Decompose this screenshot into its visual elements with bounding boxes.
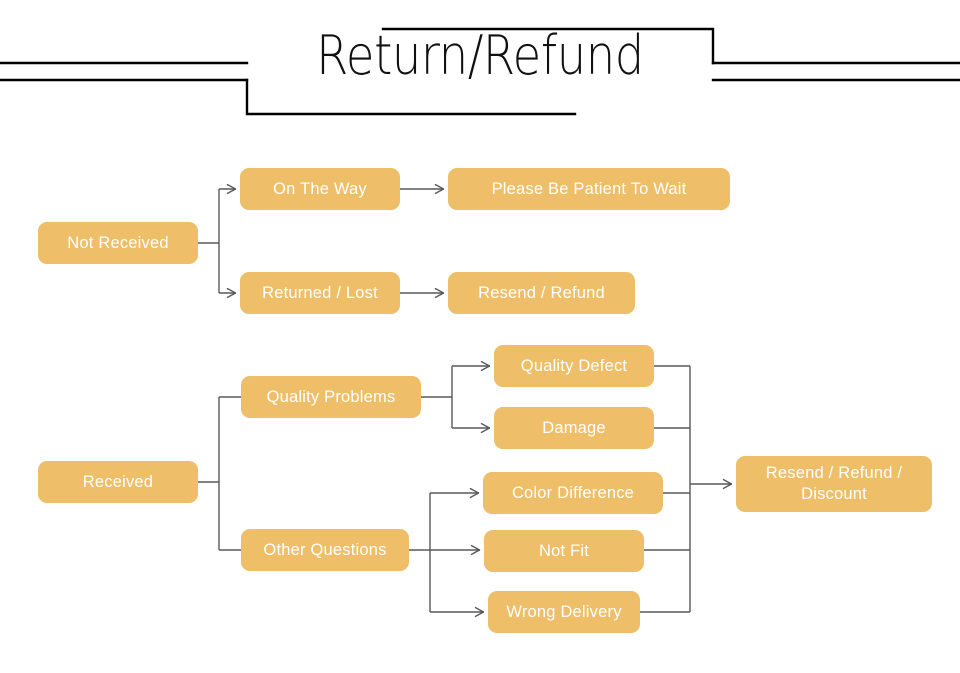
node-quality-problems[interactable]: Quality Problems: [241, 376, 421, 418]
node-other-questions[interactable]: Other Questions: [241, 529, 409, 571]
node-not-received[interactable]: Not Received: [38, 222, 198, 264]
node-on-the-way[interactable]: On The Way: [240, 168, 400, 210]
node-received[interactable]: Received: [38, 461, 198, 503]
node-color-difference[interactable]: Color Difference: [483, 472, 663, 514]
node-resend-refund-discount[interactable]: Resend / Refund / Discount: [736, 456, 932, 512]
node-wrong-delivery[interactable]: Wrong Delivery: [488, 591, 640, 633]
node-not-fit[interactable]: Not Fit: [484, 530, 644, 572]
node-please-be-patient-to-wait[interactable]: Please Be Patient To Wait: [448, 168, 730, 210]
page-title: Return/Refund: [316, 24, 644, 87]
node-resend-refund[interactable]: Resend / Refund: [448, 272, 635, 314]
node-returned-lost[interactable]: Returned / Lost: [240, 272, 400, 314]
node-damage[interactable]: Damage: [494, 407, 654, 449]
node-quality-defect[interactable]: Quality Defect: [494, 345, 654, 387]
